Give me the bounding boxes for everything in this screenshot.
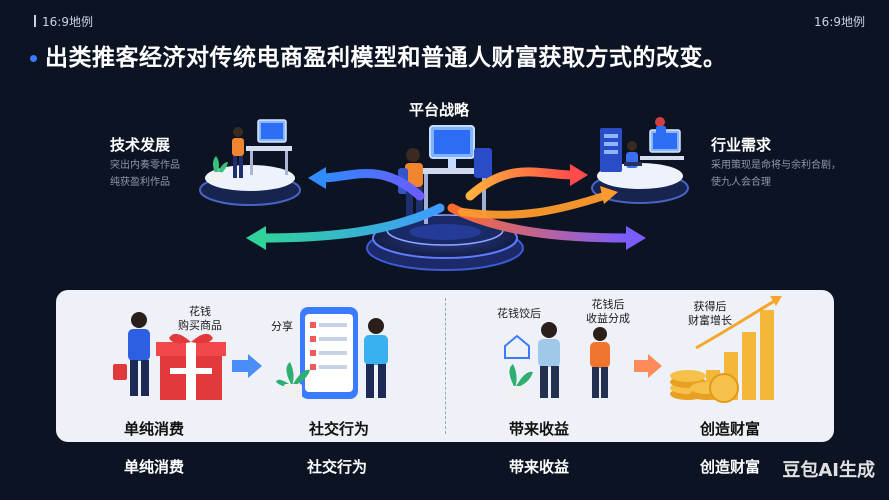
industry-demand-desc-1: 采用策现是命将与余利合剧， — [711, 160, 841, 171]
bottom-label-1: 单纯消费 — [124, 458, 185, 476]
arrow-to-tech-development — [317, 169, 425, 201]
template-tag-right: 16:9地例 — [814, 15, 865, 29]
bottom-label-4: 创造财富 — [700, 458, 761, 476]
page-title: 出类推客经济对传统电商盈利模型和普通人财富获取方式的改变。 — [30, 38, 727, 72]
template-tag-left: 16:9地例 — [34, 13, 93, 30]
tag-bar-icon — [34, 15, 36, 27]
step4-label: 创造财富 — [700, 420, 761, 438]
template-tag-left-text: 16:9地例 — [42, 15, 93, 29]
bottom-label-3: 带来收益 — [509, 458, 570, 476]
arrowhead-tech-development — [308, 167, 326, 189]
step3-caption-2: 花钱后收益分成 — [586, 298, 630, 325]
step1-caption: 花钱购买商品 — [178, 305, 222, 332]
left-workstation — [199, 119, 301, 206]
step3-label: 带来收益 — [509, 420, 570, 438]
step2-label: 社交行为 — [309, 420, 370, 438]
arrow-orange-curve — [458, 192, 608, 219]
center-workstation — [398, 125, 492, 224]
tech-development-desc-2: 纯获盈利作品 — [110, 177, 170, 188]
arrowhead-left-outward — [246, 226, 266, 250]
page-title-text: 出类推客经济对传统电商盈利模型和普通人财富获取方式的改变。 — [45, 45, 727, 71]
tech-development-desc-1: 突出内奏零作品 — [110, 160, 180, 171]
industry-demand-label: 行业需求 — [711, 136, 772, 154]
step1-label: 单纯消费 — [124, 420, 185, 438]
arrow-left-outward — [257, 203, 445, 243]
step4-caption: 获得后财富增长 — [688, 300, 732, 327]
arrowhead-industry-demand — [570, 164, 588, 186]
tech-development-label: 技术发展 — [110, 136, 171, 154]
industry-demand-desc-2: 使九人会合理 — [711, 177, 771, 188]
arrow-to-industry-demand — [465, 167, 579, 201]
strategy-illustration — [199, 117, 689, 271]
arrowhead-orange-curve — [600, 186, 618, 204]
title-bullet-icon — [30, 55, 37, 62]
panel-divider — [445, 298, 446, 434]
bottom-label-2: 社交行为 — [307, 458, 368, 476]
step2-caption: 分享 — [271, 320, 293, 333]
ai-generated-watermark: 豆包AI生成 — [782, 460, 875, 481]
arrowhead-right-outward — [626, 226, 646, 250]
platform-strategy-label: 平台战略 — [409, 101, 470, 119]
right-workstation — [591, 117, 689, 204]
step3-caption-1: 花钱饺后 — [497, 307, 541, 320]
